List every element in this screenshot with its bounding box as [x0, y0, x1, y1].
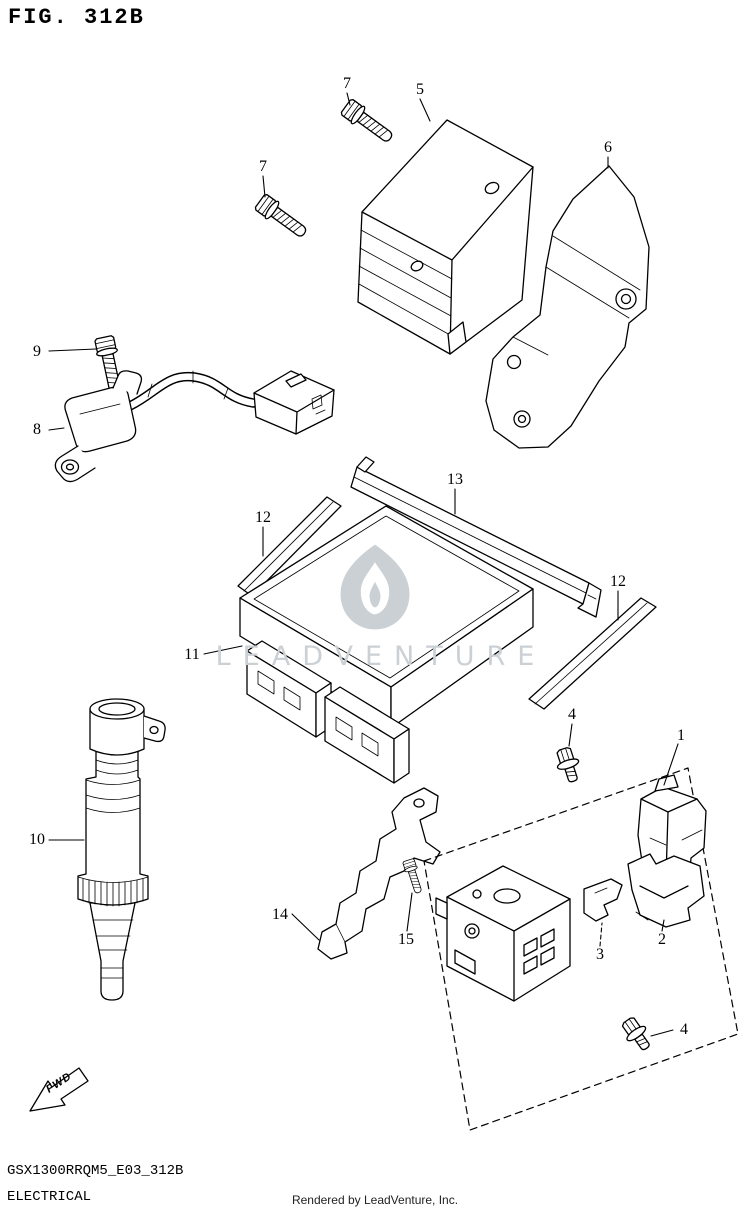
figure-title: FIG. 312B: [8, 5, 145, 30]
callout-6: 6: [604, 139, 612, 156]
part-4-bolt-lower: [617, 1013, 657, 1056]
callout-9: 9: [33, 343, 41, 360]
part-1-holder: [637, 774, 707, 881]
callout-12a: 12: [255, 509, 271, 526]
callout-12b: 12: [610, 573, 626, 590]
callout-1: 1: [677, 727, 685, 744]
callout-15: 15: [398, 931, 414, 948]
fwd-arrow: [29, 1067, 89, 1112]
callout-7b: 7: [259, 158, 267, 175]
part-5-regulator: [357, 119, 534, 355]
callout-5: 5: [416, 81, 424, 98]
callout-10: 10: [29, 831, 45, 848]
part-2-bracket: [627, 853, 705, 928]
section-title: ELECTRICAL: [7, 1189, 92, 1205]
part-7-bolt-top: [339, 97, 398, 148]
callout-14: 14: [272, 906, 288, 923]
callout-13: 13: [447, 471, 463, 488]
part-4-bolt-upper: [552, 744, 585, 786]
part-10-ignition-coil: [77, 698, 166, 1001]
callout-3: 3: [596, 946, 604, 963]
callout-7a: 7: [343, 75, 351, 92]
part-15-bolt: [401, 857, 426, 896]
part-13-bracket-strip: [350, 456, 602, 618]
callout-8: 8: [33, 421, 41, 438]
model-code: GSX1300RRQM5_E03_312B: [7, 1163, 184, 1179]
part-7-bolt-left: [253, 192, 312, 243]
callout-2: 2: [658, 931, 666, 948]
part-12-cushion-right: [528, 597, 657, 710]
relay-control-unit: [435, 865, 571, 1002]
callout-11: 11: [184, 646, 200, 663]
part-6-bracket-plate: [485, 165, 650, 449]
rendered-by: Rendered by LeadVenture, Inc.: [291, 1193, 459, 1207]
part-11-ecu: [239, 505, 534, 784]
leader-lines: [48, 92, 679, 1037]
assembly-dashed-box: [423, 767, 739, 1131]
part-3-clip: [583, 878, 623, 922]
part-14-harness-bracket: [317, 787, 441, 960]
part-8-position-sensor: [54, 370, 335, 483]
callout-4b: 4: [680, 1021, 688, 1038]
callout-4a: 4: [568, 706, 576, 723]
